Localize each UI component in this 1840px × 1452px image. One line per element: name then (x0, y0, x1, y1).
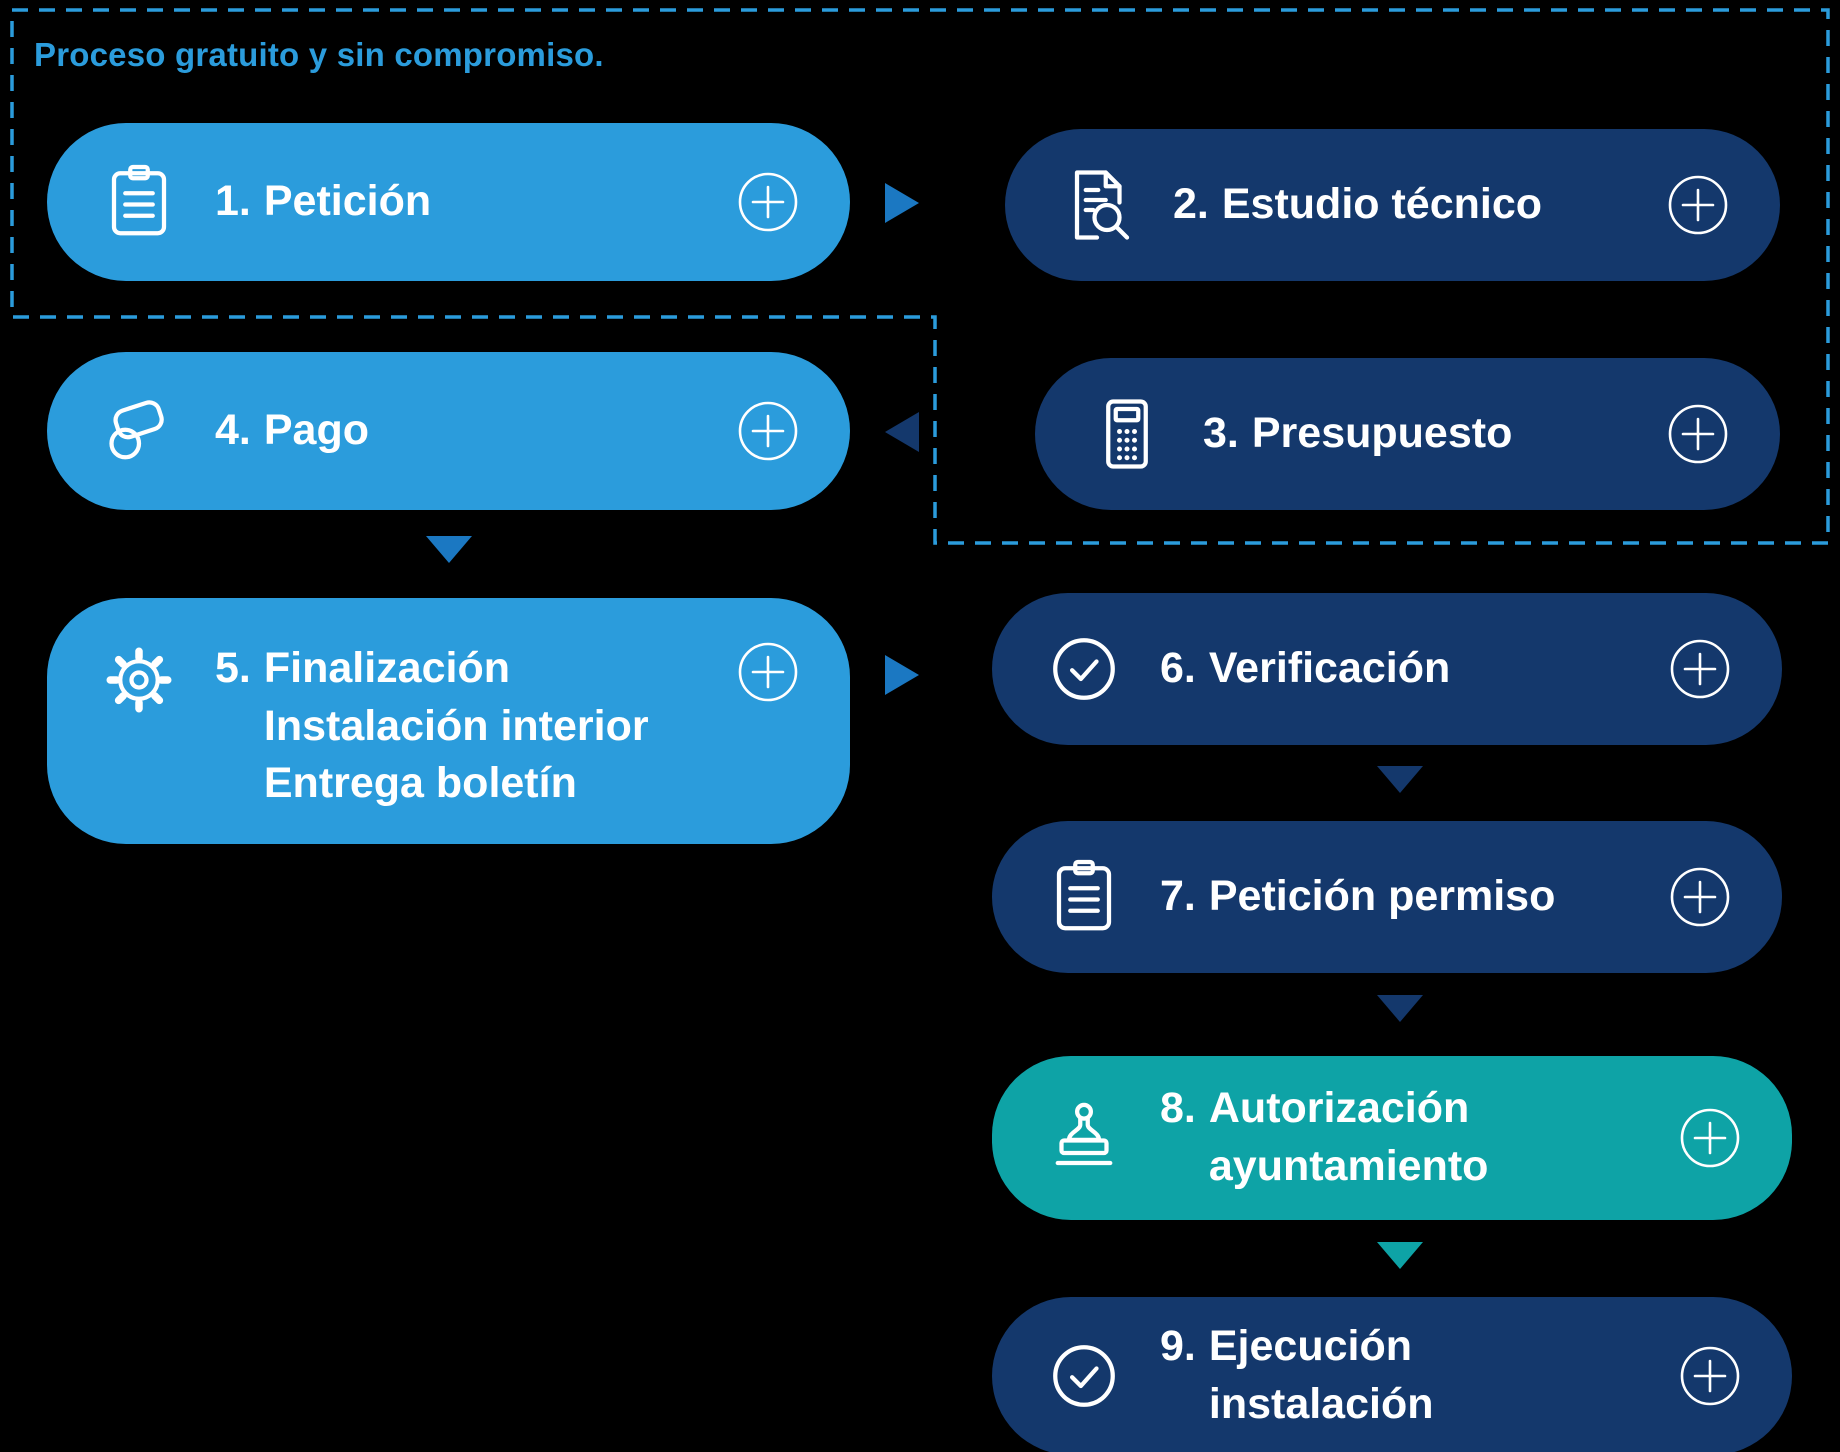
plus-circle-icon (1678, 1344, 1742, 1408)
plus-circle-icon (736, 640, 800, 704)
step-number: 4. (215, 406, 251, 455)
arrow-7-to-8-icon (1377, 995, 1423, 1022)
expand-step-2-button[interactable] (1666, 173, 1730, 237)
step-text: Ejecución (1208, 1322, 1412, 1371)
step-3-presupuesto[interactable]: 3. Presupuesto (1035, 358, 1780, 510)
step-2-estudio-tecnico[interactable]: 2. Estudio técnico (1005, 129, 1780, 281)
step-label: 3. Presupuesto (1203, 405, 1512, 463)
step-number: 9. (1160, 1322, 1196, 1371)
arrow-1-to-2-icon (885, 183, 919, 223)
step-7-peticion-permiso[interactable]: 7. Petición permiso (992, 821, 1782, 973)
step-4-pago[interactable]: 4. Pago (47, 352, 850, 510)
step-text: Pago (263, 406, 370, 455)
process-note: Proceso gratuito y sin compromiso. (34, 36, 604, 73)
check-circle-icon (1044, 1336, 1124, 1416)
step-text: Verificación (1208, 644, 1451, 693)
step-9-ejecucion-instalacion[interactable]: 9. Ejecución instalación (992, 1297, 1792, 1452)
calculator-icon (1087, 394, 1167, 474)
step-number: 7. (1160, 872, 1196, 921)
step-number: 1. (215, 177, 251, 226)
step-label: 2. Estudio técnico (1173, 176, 1542, 234)
expand-step-3-button[interactable] (1666, 402, 1730, 466)
step-number: 5. (215, 644, 251, 692)
plus-circle-icon (1668, 637, 1732, 701)
gear-icon (99, 640, 179, 720)
check-circle-icon (1044, 629, 1124, 709)
arrow-8-to-9-icon (1377, 1242, 1423, 1269)
step-number: 3. (1203, 409, 1239, 458)
step-text: Petición permiso (1208, 872, 1556, 921)
plus-circle-icon (1666, 173, 1730, 237)
step-text: Instalación interior (263, 701, 649, 750)
expand-step-7-button[interactable] (1668, 865, 1732, 929)
plus-circle-icon (736, 399, 800, 463)
expand-step-6-button[interactable] (1668, 637, 1732, 701)
step-text: ayuntamiento (1208, 1142, 1489, 1190)
step-label: 1. Petición (215, 173, 431, 231)
step-label: 5. Finalización Instalación interior Ent… (215, 640, 649, 813)
step-6-verificacion[interactable]: 6. Verificación (992, 593, 1782, 745)
step-label: 8. Autorización ayuntamiento (1160, 1080, 1488, 1195)
plus-circle-icon (1678, 1106, 1742, 1170)
step-label: 4. Pago (215, 402, 369, 460)
expand-step-9-button[interactable] (1678, 1344, 1742, 1408)
step-text: Finalización (263, 644, 510, 692)
arrow-4-to-5-icon (426, 536, 472, 563)
step-1-peticion[interactable]: 1. Petición (47, 123, 850, 281)
step-text: instalación (1208, 1380, 1434, 1428)
step-number: 8. (1160, 1084, 1196, 1133)
step-text: Petición (263, 177, 432, 226)
step-8-autorizacion-ayuntamiento[interactable]: 8. Autorización ayuntamiento (992, 1056, 1792, 1220)
expand-step-5-button[interactable] (736, 640, 800, 704)
plus-circle-icon (1668, 865, 1732, 929)
expand-step-4-button[interactable] (736, 399, 800, 463)
arrow-5-to-6-icon (885, 655, 919, 695)
step-text: Entrega boletín (263, 759, 577, 808)
arrow-6-to-7-icon (1377, 766, 1423, 793)
arrow-3-to-4-icon (885, 412, 919, 452)
step-text: Presupuesto (1251, 409, 1513, 458)
clipboard-icon (1044, 857, 1124, 937)
step-number: 2. (1173, 180, 1209, 229)
step-5-finalizacion[interactable]: 5. Finalización Instalación interior Ent… (47, 598, 850, 844)
step-label: 6. Verificación (1160, 640, 1450, 698)
step-label: 9. Ejecución instalación (1160, 1318, 1434, 1433)
expand-step-1-button[interactable] (736, 170, 800, 234)
hand-coin-icon (99, 391, 179, 471)
expand-step-8-button[interactable] (1678, 1106, 1742, 1170)
clipboard-icon (99, 162, 179, 242)
stamp-icon (1044, 1098, 1124, 1178)
step-text: Estudio técnico (1221, 180, 1543, 229)
document-search-icon (1057, 165, 1137, 245)
step-text: Autorización (1208, 1084, 1470, 1133)
step-number: 6. (1160, 644, 1196, 693)
step-label: 7. Petición permiso (1160, 868, 1555, 926)
plus-circle-icon (736, 170, 800, 234)
plus-circle-icon (1666, 402, 1730, 466)
